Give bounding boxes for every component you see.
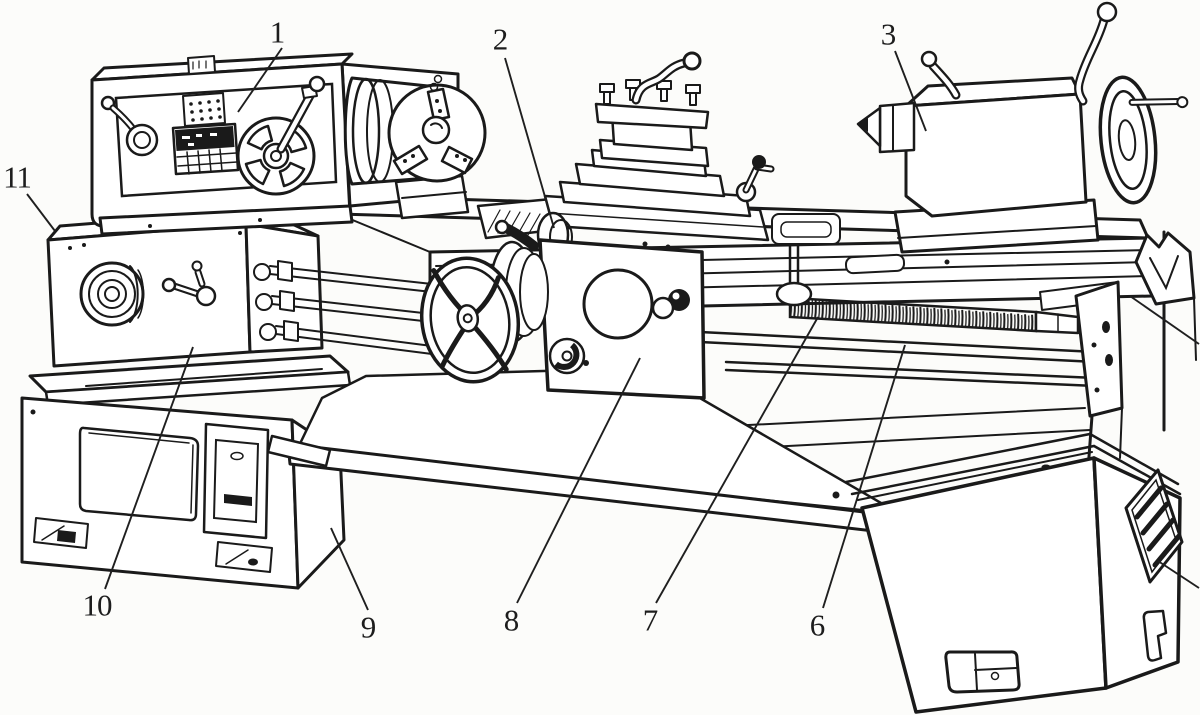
callout-7: 7 [642, 602, 658, 638]
leader-line [104, 346, 194, 590]
tool-post-studs [599, 79, 701, 106]
lead-screw-and-feed-rods [269, 213, 1098, 388]
leader-line [516, 357, 641, 604]
leader-line [655, 316, 819, 604]
carriage [419, 51, 775, 400]
leader-line [237, 47, 283, 113]
chuck [343, 74, 487, 220]
leader-line [330, 527, 369, 611]
leader-line [1129, 295, 1200, 345]
carriage-handwheel [419, 256, 521, 384]
callout-1: 1 [269, 14, 285, 50]
right-pedestal [844, 432, 1184, 714]
callout-11: 11 [3, 159, 32, 195]
tailstock [856, 1, 1189, 254]
bed-end-bracket [1039, 280, 1124, 472]
leader-line [822, 344, 906, 609]
callout-9: 9 [360, 609, 376, 645]
leader-line [504, 57, 555, 229]
leader-line [26, 193, 56, 232]
callout-3: 3 [880, 16, 896, 52]
leader-line [894, 50, 927, 132]
callout-2: 2 [492, 21, 508, 57]
callout-8: 8 [503, 602, 519, 638]
callout-6: 6 [809, 607, 825, 643]
leader-line [1157, 560, 1200, 589]
callout-10: 10 [82, 587, 113, 623]
